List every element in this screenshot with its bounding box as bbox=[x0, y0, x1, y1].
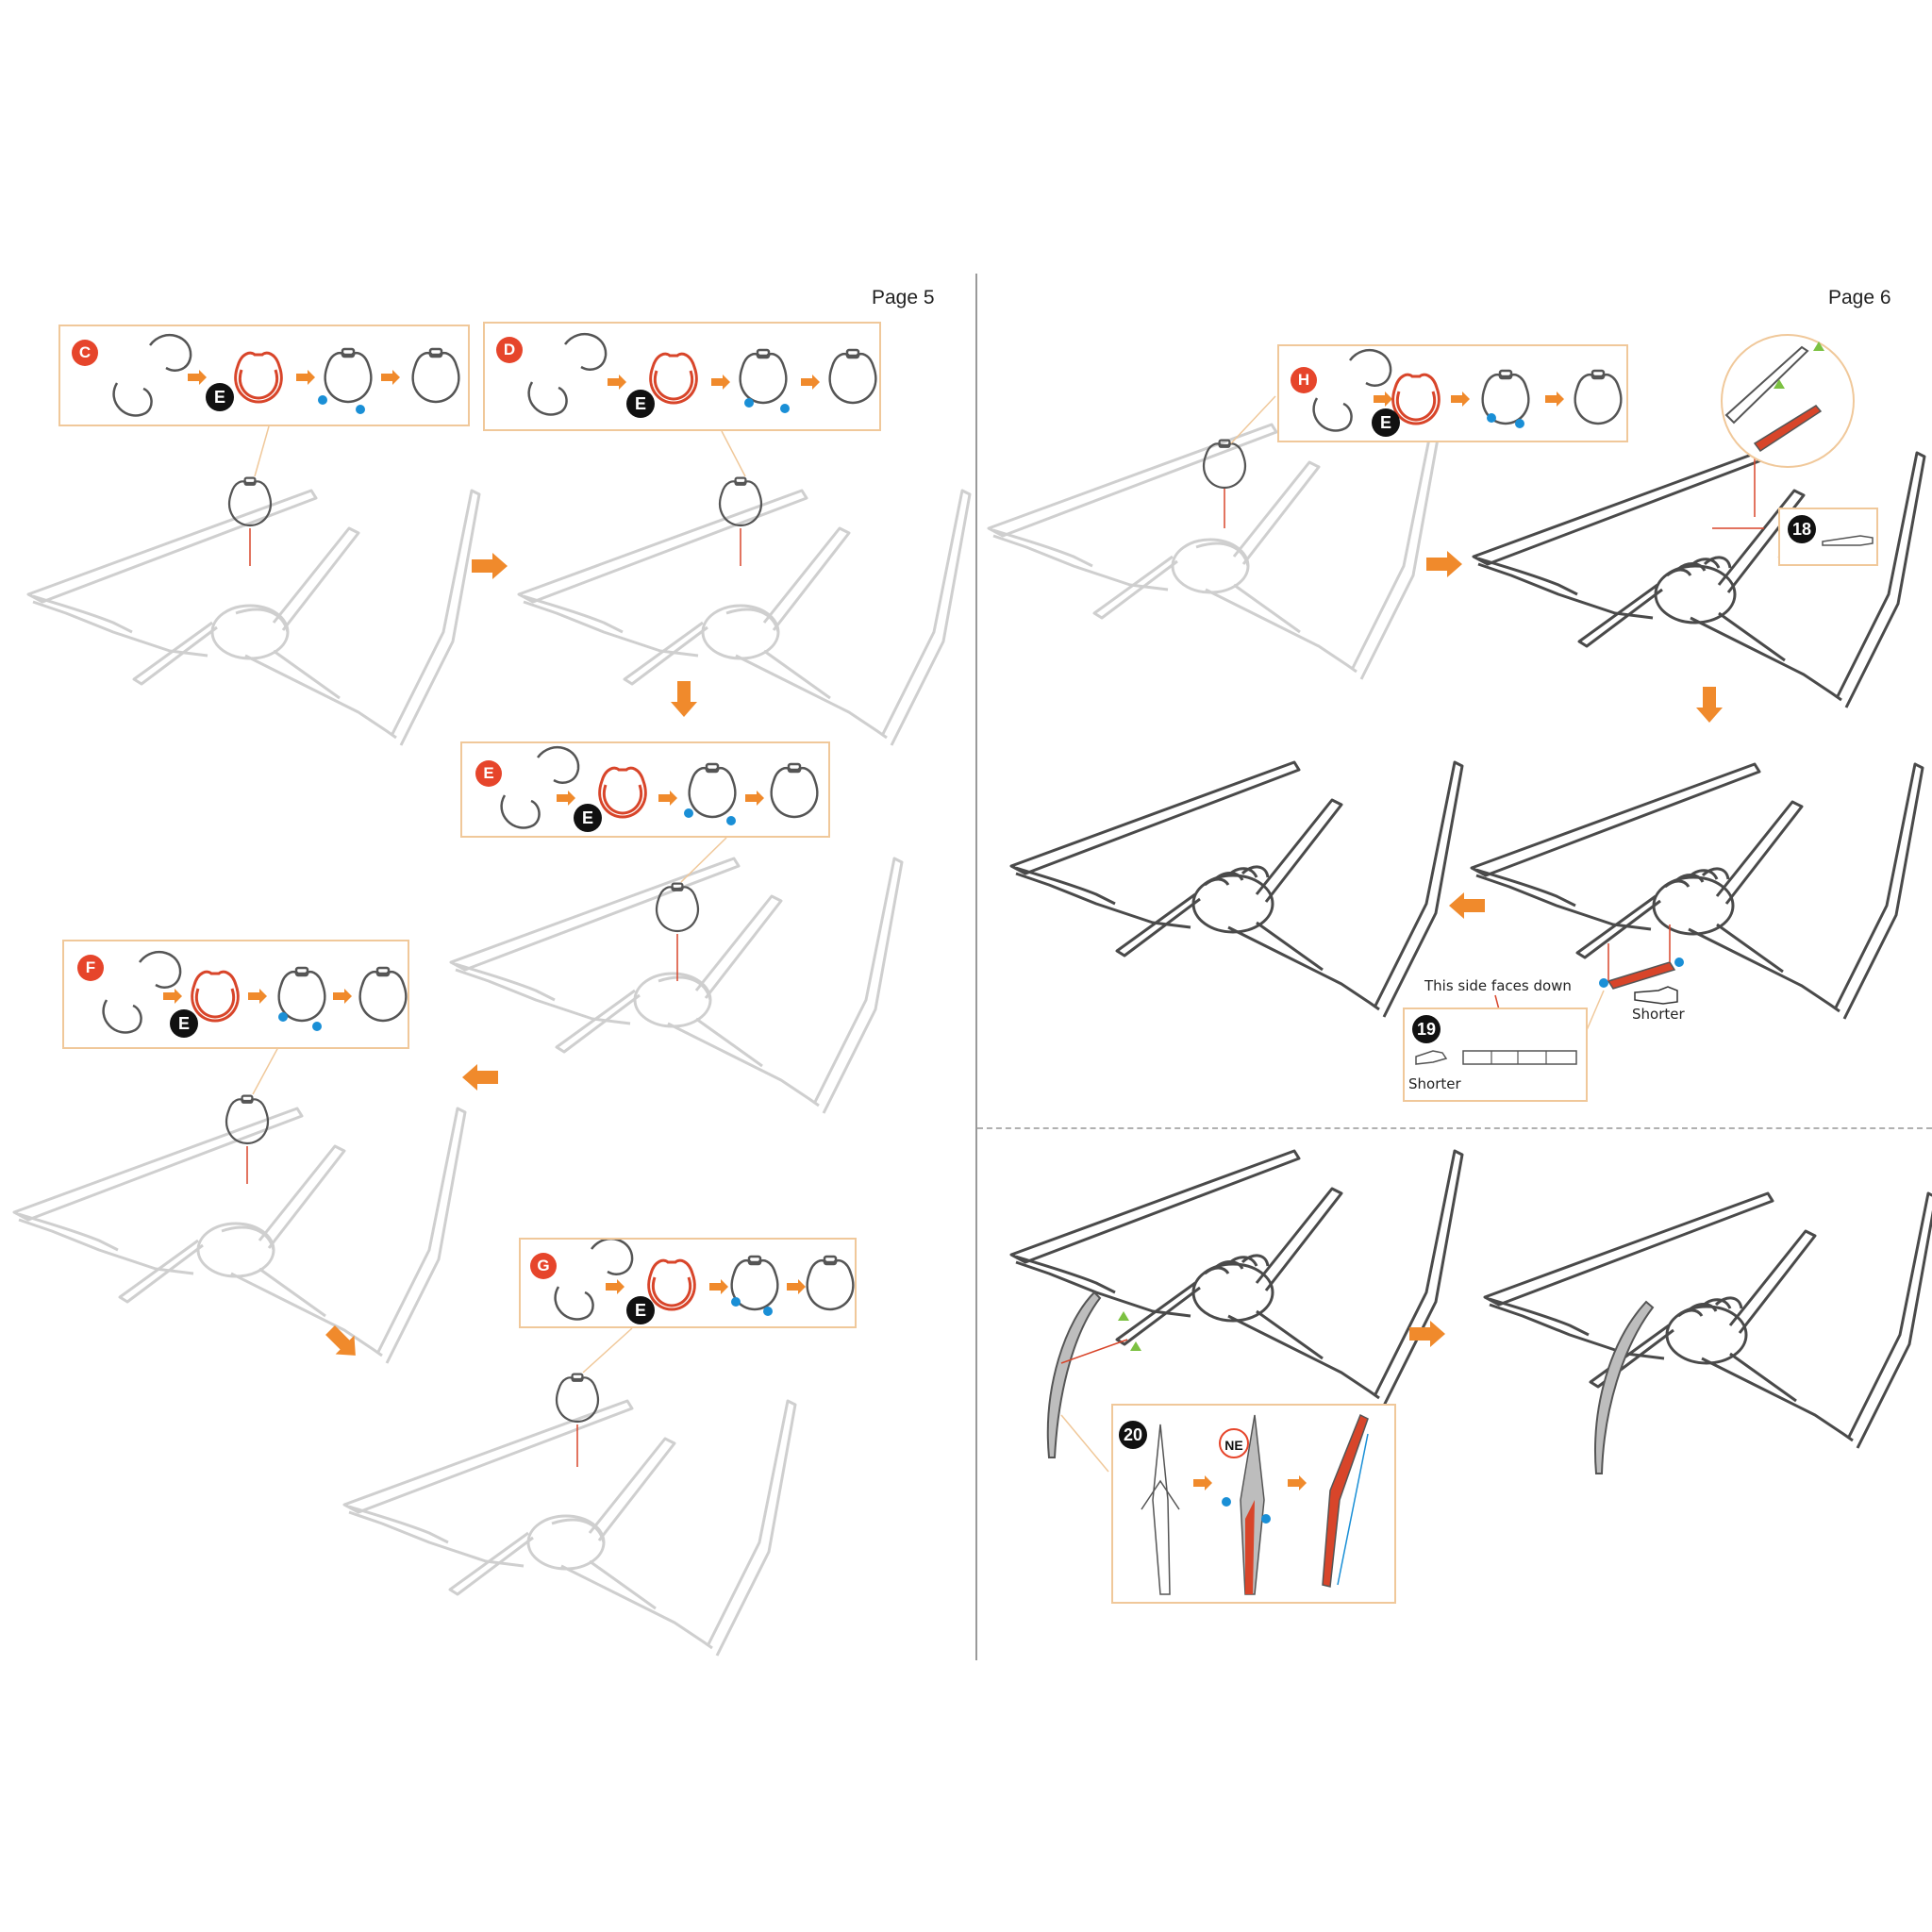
side-faces-down-label: This side faces down bbox=[1424, 977, 1572, 994]
step-19-shorter-label: Shorter bbox=[1408, 1075, 1461, 1092]
step-g-part-e: E bbox=[626, 1296, 655, 1324]
shorter-end-label: Shorter bbox=[1632, 1006, 1685, 1023]
step-d-sequence bbox=[527, 332, 877, 416]
ne-badge: NE bbox=[1219, 1428, 1249, 1458]
step-e-badge: E bbox=[475, 760, 502, 787]
step-20-sequence bbox=[1141, 1413, 1369, 1595]
callout-step-f: F E bbox=[62, 940, 409, 1049]
callout-step-20: 20 NE bbox=[1111, 1404, 1396, 1604]
step-g-sequence bbox=[554, 1240, 855, 1321]
step-18-badge: 18 bbox=[1788, 515, 1816, 543]
page-divider bbox=[975, 274, 977, 1660]
step-h-badge: H bbox=[1291, 367, 1317, 393]
step-f-part-e: E bbox=[170, 1009, 198, 1038]
callout-step-d: D E bbox=[483, 322, 881, 431]
callout-step-19: 19 Shorter bbox=[1403, 1008, 1588, 1102]
callout-step-18: 18 bbox=[1778, 508, 1878, 566]
step-g-badge: G bbox=[530, 1253, 557, 1279]
step-18-part bbox=[1822, 535, 1874, 546]
step-19-badge: 19 bbox=[1412, 1015, 1441, 1043]
step-h-part-e: E bbox=[1372, 408, 1400, 437]
step-d-badge: D bbox=[496, 337, 523, 363]
step-f-badge: F bbox=[77, 955, 104, 981]
step-f-sequence bbox=[102, 950, 408, 1034]
step-h-sequence bbox=[1312, 348, 1623, 432]
callout-step-h: H E bbox=[1277, 344, 1628, 442]
page-5-label: Page 5 bbox=[872, 287, 935, 308]
section-divider bbox=[977, 1127, 1932, 1129]
step-c-sequence bbox=[112, 333, 460, 417]
page-6-label: Page 6 bbox=[1828, 287, 1891, 308]
step-e-part-e: E bbox=[574, 804, 602, 832]
step-e-sequence bbox=[500, 745, 819, 829]
step-19-part bbox=[1415, 1050, 1577, 1065]
step-d-part-e: E bbox=[626, 390, 655, 418]
step-c-part-e: E bbox=[206, 383, 234, 411]
callout-step-g: G E bbox=[519, 1238, 857, 1328]
step-c-badge: C bbox=[72, 340, 98, 366]
callout-step-c: C E bbox=[58, 325, 470, 426]
callout-step-e: E E bbox=[460, 741, 830, 838]
step-20-badge: 20 bbox=[1119, 1421, 1147, 1449]
pointing-hand-icon bbox=[1634, 986, 1678, 1005]
